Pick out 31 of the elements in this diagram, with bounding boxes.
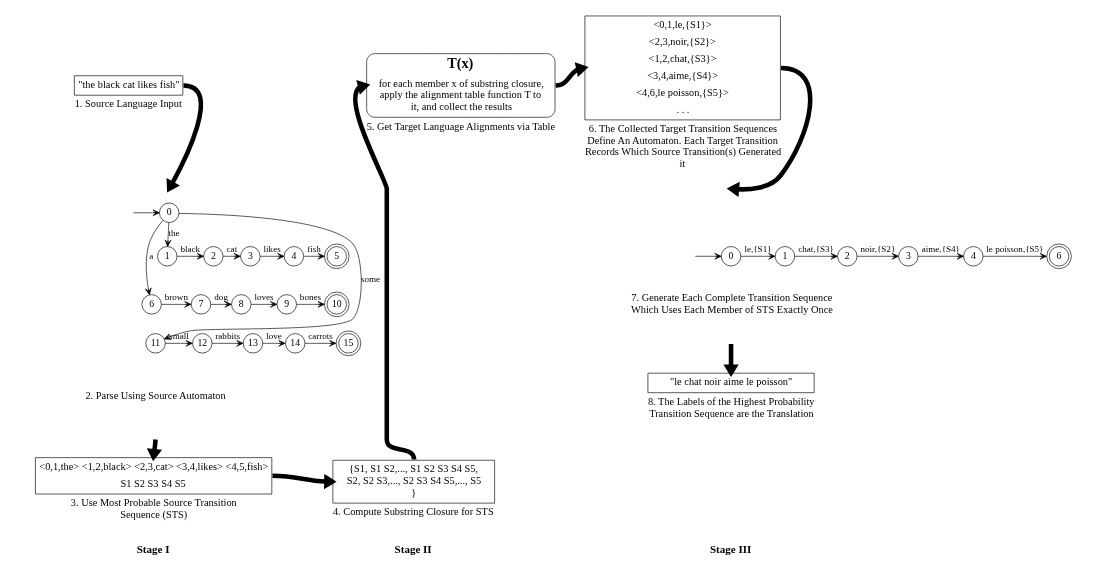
node-label: 5. Get Target Language Alignments via Table [366, 120, 556, 132]
node-label: 1. Source Language Input [74, 98, 182, 110]
edge-label: fish [307, 243, 321, 254]
edge-label: a [149, 250, 154, 261]
node-label: 6. The Collected Target Transition Sequences Define An Automaton. Each Target Transition Records Which Source Transition(s) Generated it [584, 123, 782, 170]
edge-label: likes [263, 243, 281, 254]
label: 7. Generate Each Complete Transition Sequence Which Uses Each Member of STS Exactly Once [631, 291, 833, 315]
edge-label: chat,{S3} [798, 243, 834, 254]
edge-label: noir,{S2} [860, 243, 896, 254]
node-label: 4. Compute Substring Closure for STS [332, 506, 494, 518]
edge-label: small [169, 330, 189, 341]
edge-label: le,{S1} [744, 243, 772, 254]
edge-label: le poisson,{S5} [986, 243, 1044, 254]
edge-label: black [180, 243, 201, 254]
edge-label: carrots [308, 330, 333, 341]
label: Stage III [709, 542, 752, 555]
edge-label: aime,{S4} [921, 243, 960, 254]
edge-label: dog [214, 291, 228, 302]
label: 2. Parse Using Source Automaton [85, 390, 226, 402]
edge-label: loves [254, 291, 274, 302]
edge-label: cat [226, 243, 238, 254]
label: Stage II [394, 542, 432, 555]
edge-label: bones [299, 291, 322, 302]
edge-label: the [168, 227, 180, 238]
edge-label: love [266, 330, 282, 341]
node-label: 8. The Labels of the Highest Probability Transition Sequence are the Translation [647, 395, 815, 419]
edge-label: brown [164, 291, 188, 302]
node-label: 3. Use Most Probable Source Transition Sequence (STS) [70, 497, 237, 520]
edge-label: some [360, 273, 381, 284]
label: Stage I [136, 542, 170, 555]
edge-label: rabbits [215, 330, 241, 341]
